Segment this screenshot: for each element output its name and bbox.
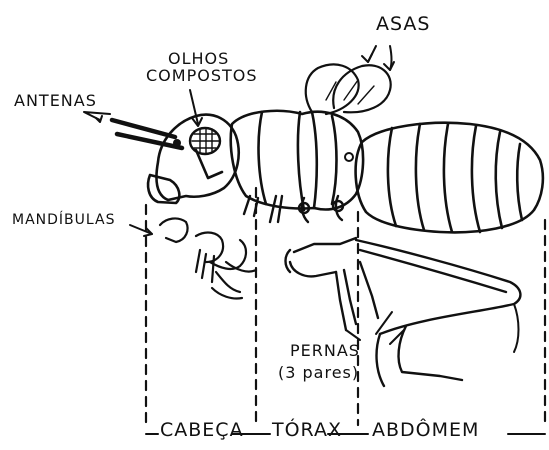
olhos-pointer [190, 90, 202, 126]
label-compostos: COMPOSTOS [146, 67, 258, 85]
wings [306, 64, 391, 114]
antenas-pointers [84, 112, 110, 122]
label-3-pares: (3 pares) [278, 364, 359, 382]
label-asas: ASAS [376, 14, 430, 36]
label-antenas: ANTENAS [14, 92, 97, 110]
abdomen [356, 123, 543, 233]
segment-label-torax: TÓRAX [272, 420, 342, 442]
label-pernas: PERNAS [290, 342, 360, 360]
mandibulas-pointer [130, 225, 152, 236]
antennae [112, 120, 182, 148]
compound-eye-icon [190, 128, 220, 154]
segment-dividers [146, 188, 545, 425]
segment-label-abdomem: ABDÔMEM [372, 420, 479, 442]
segment-label-cabeca: CABEÇA [160, 420, 244, 442]
mouthparts [160, 218, 256, 298]
head [148, 115, 239, 203]
label-mandibulas: MANDÍBULAS [12, 212, 115, 228]
